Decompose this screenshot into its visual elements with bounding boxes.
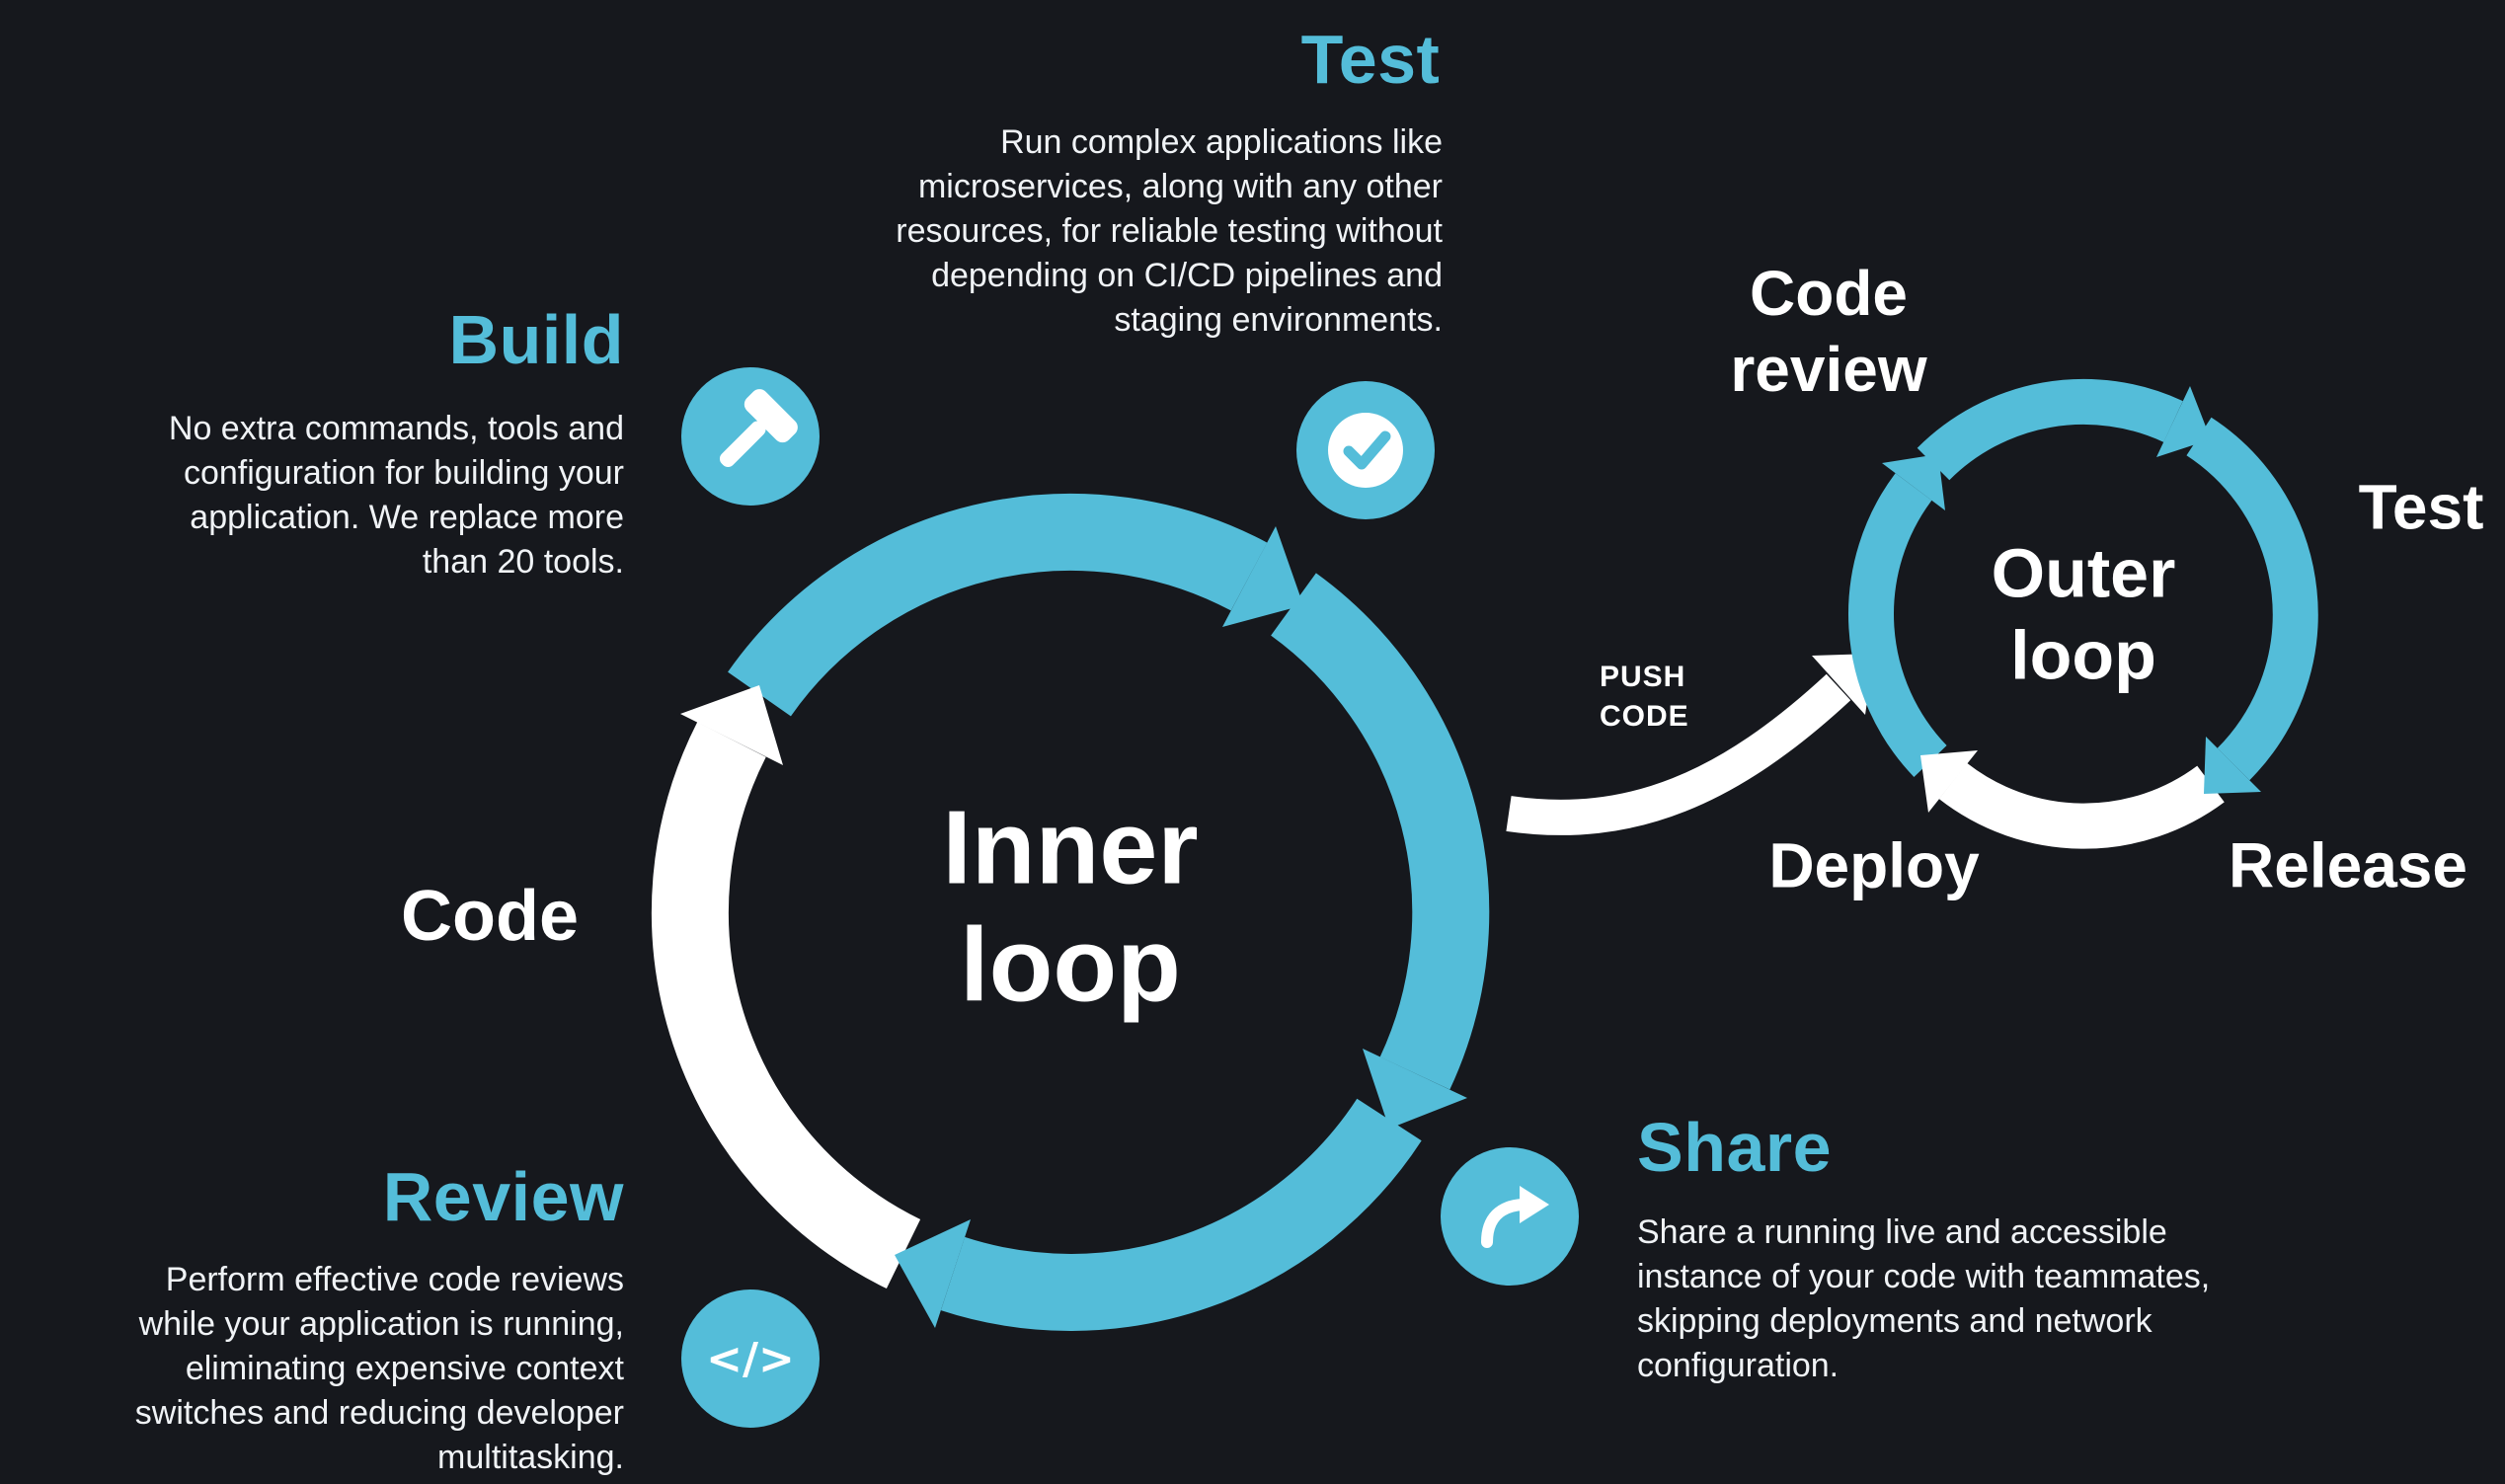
push-code-label: PUSH CODE [1600, 661, 1689, 733]
check-icon [1296, 381, 1435, 519]
inner-loop-ring [651, 493, 1490, 1331]
code-brackets-glyph: </> [706, 1333, 795, 1384]
outer-arc-left [1848, 473, 1947, 777]
station-release: Release [2229, 829, 2467, 901]
outer-loop-ring [1848, 378, 2318, 849]
outer-arc-right [2186, 417, 2318, 781]
review-section-body: Perform effective code reviews while you… [134, 1261, 624, 1476]
inner-arrowhead-left [680, 685, 783, 765]
push-code-arrow [1506, 654, 1874, 835]
test-section-body: Run complex applications like microservi… [896, 123, 1443, 339]
hammer-icon-graphic [719, 389, 798, 468]
inner-arc-top [728, 493, 1268, 717]
share-icon [1441, 1147, 1579, 1286]
outer-arrowhead-top [2156, 386, 2211, 457]
code-label: Code [401, 876, 579, 956]
inner-arrowhead-bottom [895, 1219, 971, 1328]
share-section-title: Share [1637, 1109, 1833, 1186]
check-icon-graphic [1328, 413, 1403, 488]
outer-arc-top [1917, 378, 2183, 481]
build-section-body: No extra commands, tools and configurati… [168, 410, 624, 581]
station-deploy: Deploy [1768, 829, 1980, 901]
station-code-review: Code review [1730, 258, 1927, 405]
share-icon-graphic [1481, 1186, 1549, 1248]
test-section-title: Test [1300, 21, 1441, 98]
station-test: Test [2358, 471, 2484, 543]
inner-arrowhead-top [1222, 526, 1303, 627]
outer-loop-label: Outer loop [1991, 534, 2176, 693]
hammer-icon [681, 367, 820, 506]
build-section-title: Build [448, 301, 624, 378]
code-brackets-icon: </> [681, 1289, 820, 1428]
inner-arc-right [1270, 573, 1490, 1090]
outer-arrowhead-left [1882, 454, 1945, 510]
outer-arrowhead-right [2204, 737, 2261, 794]
inner-arc-left [651, 722, 921, 1289]
inner-arrowhead-right [1363, 1049, 1467, 1129]
outer-arc-bottom [1938, 762, 2225, 849]
inner-loop-label: Inner loop [942, 789, 1199, 1023]
review-section-title: Review [382, 1158, 624, 1235]
push-code-curve [1506, 673, 1851, 835]
inner-arc-bottom [940, 1098, 1422, 1331]
outer-arrowhead-bottom [1920, 750, 1978, 813]
share-section-body: Share a running live and accessible inst… [1637, 1213, 2211, 1384]
